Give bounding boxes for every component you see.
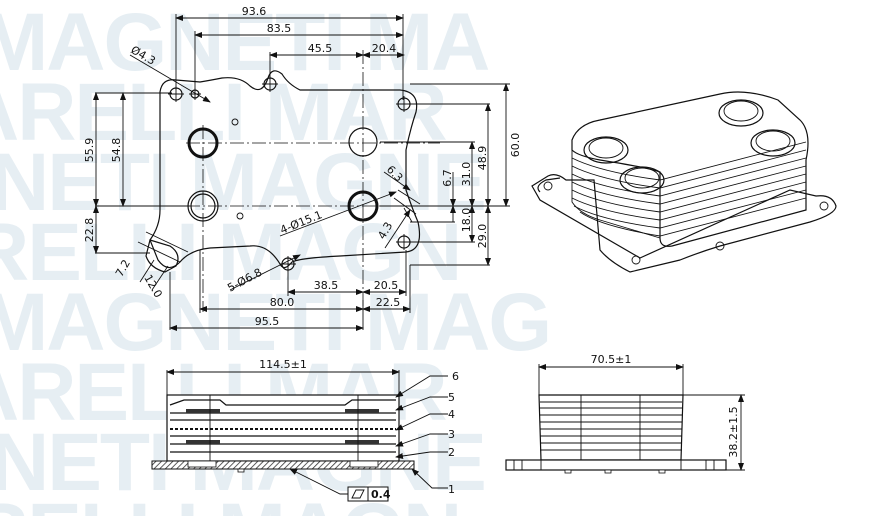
dim-48-9: 48.9 [476,146,489,171]
dim-18-0: 18.0 [460,208,473,233]
dim-22-8: 22.8 [83,218,96,243]
dim-45-5: 45.5 [308,42,333,55]
dim-20-4: 20.4 [372,42,397,55]
top-view: 93.6 83.5 45.5 20.4 Ø4.3 55.9 54.8 22.8 … [83,5,522,331]
dim-80-0: 80.0 [270,296,295,309]
dim-20-5: 20.5 [374,279,399,292]
dim-93-6: 93.6 [242,5,267,18]
dim-55-9: 55.9 [83,138,96,163]
svg-text:RELLI MAGN: RELLI MAGN [0,207,460,298]
dim-29-0: 29.0 [476,224,489,249]
flatness-tolerance: 0.4 [371,488,391,501]
dim-60-0: 60.0 [509,133,522,158]
dim-31-0: 31.0 [460,162,473,187]
callout-2: 2 [448,446,455,459]
side-view: 114.5±1 6 [151,358,459,502]
dim-38-5: 38.5 [314,279,339,292]
callout-3: 3 [448,428,455,441]
end-view: 70.5±1 38.2±1.5 [505,353,745,474]
dim-54-8: 54.8 [110,138,123,163]
dim-83-5: 83.5 [267,22,292,35]
dim-length: 114.5±1 [259,358,307,371]
callout-6: 6 [452,370,459,383]
dim-height: 38.2±1.5 [727,406,740,457]
svg-text:MAGNETI MAG: MAGNETI MAG [0,277,550,368]
watermark: MAGNETI MA ARELLI MAR NETI MAGNE RELLI M… [0,0,552,516]
callout-4: 4 [448,408,455,421]
callout-5: 5 [448,391,455,404]
svg-text:MAGNETI MA: MAGNETI MA [0,0,489,88]
isometric-view [531,91,837,273]
callout-1: 1 [448,483,455,496]
dim-22-5: 22.5 [376,296,401,309]
dim-width: 70.5±1 [591,353,632,366]
svg-text:RELLI MAGN: RELLI MAGN [0,487,460,516]
dim-6-7: 6.7 [441,169,454,187]
dim-95-5: 95.5 [255,315,280,328]
